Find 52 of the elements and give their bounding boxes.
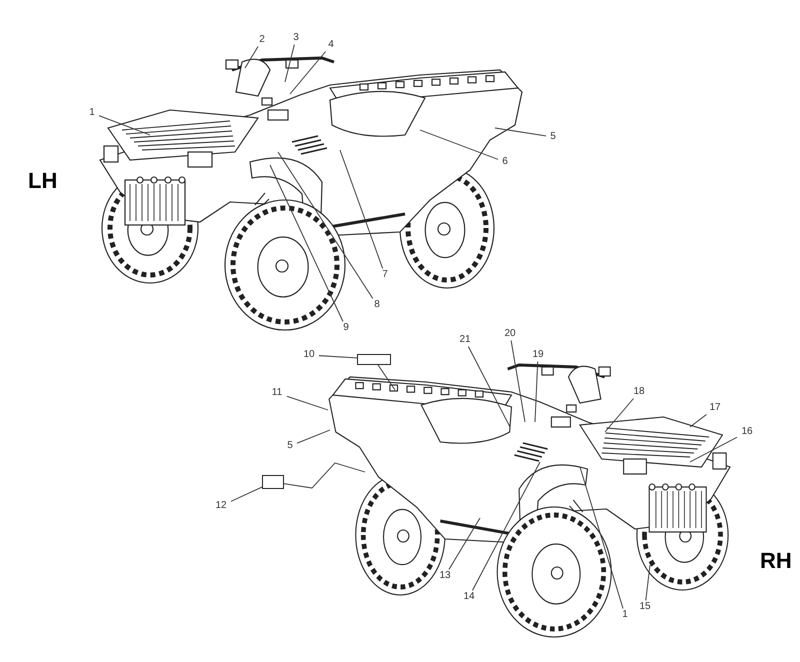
callout-number: 17 bbox=[705, 402, 725, 414]
callout-number: 6 bbox=[498, 156, 512, 168]
leader-line bbox=[270, 164, 344, 322]
leader-line bbox=[286, 396, 328, 410]
callout-number: 9 bbox=[339, 322, 353, 334]
callout-number: 21 bbox=[455, 334, 475, 346]
leader-line bbox=[510, 340, 526, 422]
callout-number: 4 bbox=[324, 38, 338, 52]
leader-line bbox=[278, 152, 374, 299]
callout-number: 1 bbox=[85, 106, 99, 120]
callout-number: 11 bbox=[267, 386, 287, 400]
callout-number: 12 bbox=[211, 500, 231, 512]
leader-line bbox=[318, 355, 358, 358]
decal-box bbox=[357, 354, 391, 364]
callout-number: 2 bbox=[255, 34, 269, 46]
leader-line bbox=[534, 361, 538, 422]
leader-line bbox=[284, 462, 366, 488]
leader-line bbox=[98, 115, 150, 136]
leader-line bbox=[448, 518, 480, 570]
leader-line bbox=[284, 44, 295, 82]
leader-line bbox=[244, 46, 258, 68]
callout-number: 20 bbox=[500, 328, 520, 340]
callout-number: 19 bbox=[528, 348, 548, 362]
leader-line bbox=[296, 430, 330, 444]
callout-number: 18 bbox=[629, 386, 649, 398]
callout-number: 10 bbox=[299, 348, 319, 362]
callout-number: 3 bbox=[289, 32, 303, 44]
side-label: RH bbox=[760, 550, 792, 572]
leader-line bbox=[604, 398, 634, 432]
leader-line bbox=[645, 564, 650, 601]
callout-number: 7 bbox=[378, 268, 392, 282]
leader-line bbox=[472, 462, 540, 591]
leader-line bbox=[340, 150, 384, 269]
callout-number: 14 bbox=[459, 590, 479, 604]
callout-number: 16 bbox=[737, 426, 757, 438]
side-label: LH bbox=[28, 170, 58, 192]
callout-number: 13 bbox=[435, 570, 455, 582]
callout-number: 8 bbox=[370, 298, 384, 312]
leader-line bbox=[690, 414, 707, 428]
callout-number: 15 bbox=[635, 600, 655, 614]
leader-line bbox=[230, 486, 262, 502]
leader-line bbox=[690, 436, 738, 462]
callout-number: 5 bbox=[283, 440, 297, 452]
leader-line bbox=[420, 130, 498, 160]
leader-line bbox=[468, 346, 510, 428]
callout-number: 1 bbox=[618, 608, 632, 622]
leader-line bbox=[377, 364, 396, 390]
leader-line bbox=[290, 51, 326, 94]
callout-number: 5 bbox=[546, 130, 560, 144]
leader-line bbox=[580, 466, 624, 609]
leader-line bbox=[494, 128, 546, 136]
decal-box bbox=[262, 475, 284, 489]
